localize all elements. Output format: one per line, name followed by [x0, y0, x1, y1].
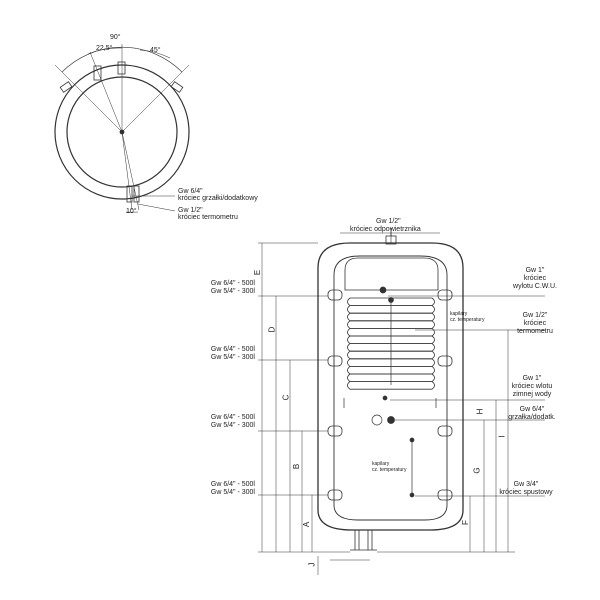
left-port-1-line1: Gw 6/4" - 500l [210, 280, 255, 287]
capillary-2-line2: cz. temperatury [372, 467, 407, 473]
vent-port-size: Gw 1/2" [376, 218, 401, 225]
thermometer-desc: termometru [517, 328, 553, 335]
angle-a-label: 22,5° [96, 45, 113, 52]
dimension-lines-left [258, 242, 350, 553]
dim-h: H [475, 408, 485, 415]
dim-g: G [472, 467, 482, 474]
hw-outlet-size: Gw 1" [525, 267, 545, 274]
coil-loop [347, 381, 435, 390]
dim-d: D [267, 326, 277, 333]
capillary-1-line1: kapilary [450, 311, 468, 317]
left-port-4-line1: Gw 6/4" - 500l [210, 481, 255, 488]
tank-top-view [54, 44, 190, 213]
internal-features [343, 286, 437, 498]
leader-lines [258, 232, 545, 497]
left-port-2-line2: Gw 5/4" - 300l [210, 354, 255, 361]
left-port-3-line1: Gw 6/4" - 500l [210, 414, 255, 421]
thermometer-word: króciec [523, 320, 547, 327]
heater-port-size: Gw 6/4" [519, 406, 545, 413]
heater-port-desc: grzałka/dodatk. [508, 414, 556, 421]
hw-outlet-word: króciec [523, 275, 547, 282]
dimension-j [317, 556, 370, 575]
left-port-2-line1: Gw 6/4" - 500l [210, 346, 255, 353]
drain-port-desc: króciec spustowy [499, 489, 553, 496]
dim-e: E [253, 269, 263, 276]
left-port-3-line2: Gw 5/4" - 300l [210, 422, 255, 429]
tank-front-view [317, 228, 464, 551]
cold-inlet-word: króciec wlotu [511, 383, 553, 390]
vent-port-desc: króciec odpowietrznika [350, 226, 421, 233]
dim-b: B [292, 463, 302, 470]
cold-inlet-desc: zimnej wody [512, 391, 552, 398]
drain-port-size: Gw 3/4" [513, 481, 539, 488]
angle-bottom-label: 10° [126, 208, 137, 215]
hw-outlet-desc: wylotu C.W.U. [513, 283, 557, 290]
capillary-1-line2: cz. temperatury [450, 317, 485, 323]
dimension-lines-right [377, 330, 515, 553]
heater-port-label-desc: króciec grzałki/dodatkowy [178, 195, 258, 202]
capillary-2-line1: kapilary [372, 461, 390, 467]
cold-inlet-size: Gw 1" [522, 375, 542, 382]
left-port-1-line2: Gw 5/4" - 300l [210, 288, 255, 295]
left-port-4-line2: Gw 5/4" - 300l [210, 489, 255, 496]
dim-i: I [497, 435, 507, 438]
angle-b-label: 45° [150, 47, 161, 54]
thermometer-size: Gw 1/2" [522, 312, 548, 319]
dim-f: F [460, 520, 470, 525]
dim-c: C [281, 394, 291, 401]
heater-port-label-size: Gw 6/4" [178, 188, 203, 195]
dim-j: J [307, 562, 317, 567]
dim-a: A [302, 521, 312, 528]
thermometer-port-label-desc: króciec termometru [178, 214, 238, 221]
angle-total-label: 90° [110, 34, 121, 41]
thermometer-port-label-size: Gw 1/2" [178, 207, 203, 214]
